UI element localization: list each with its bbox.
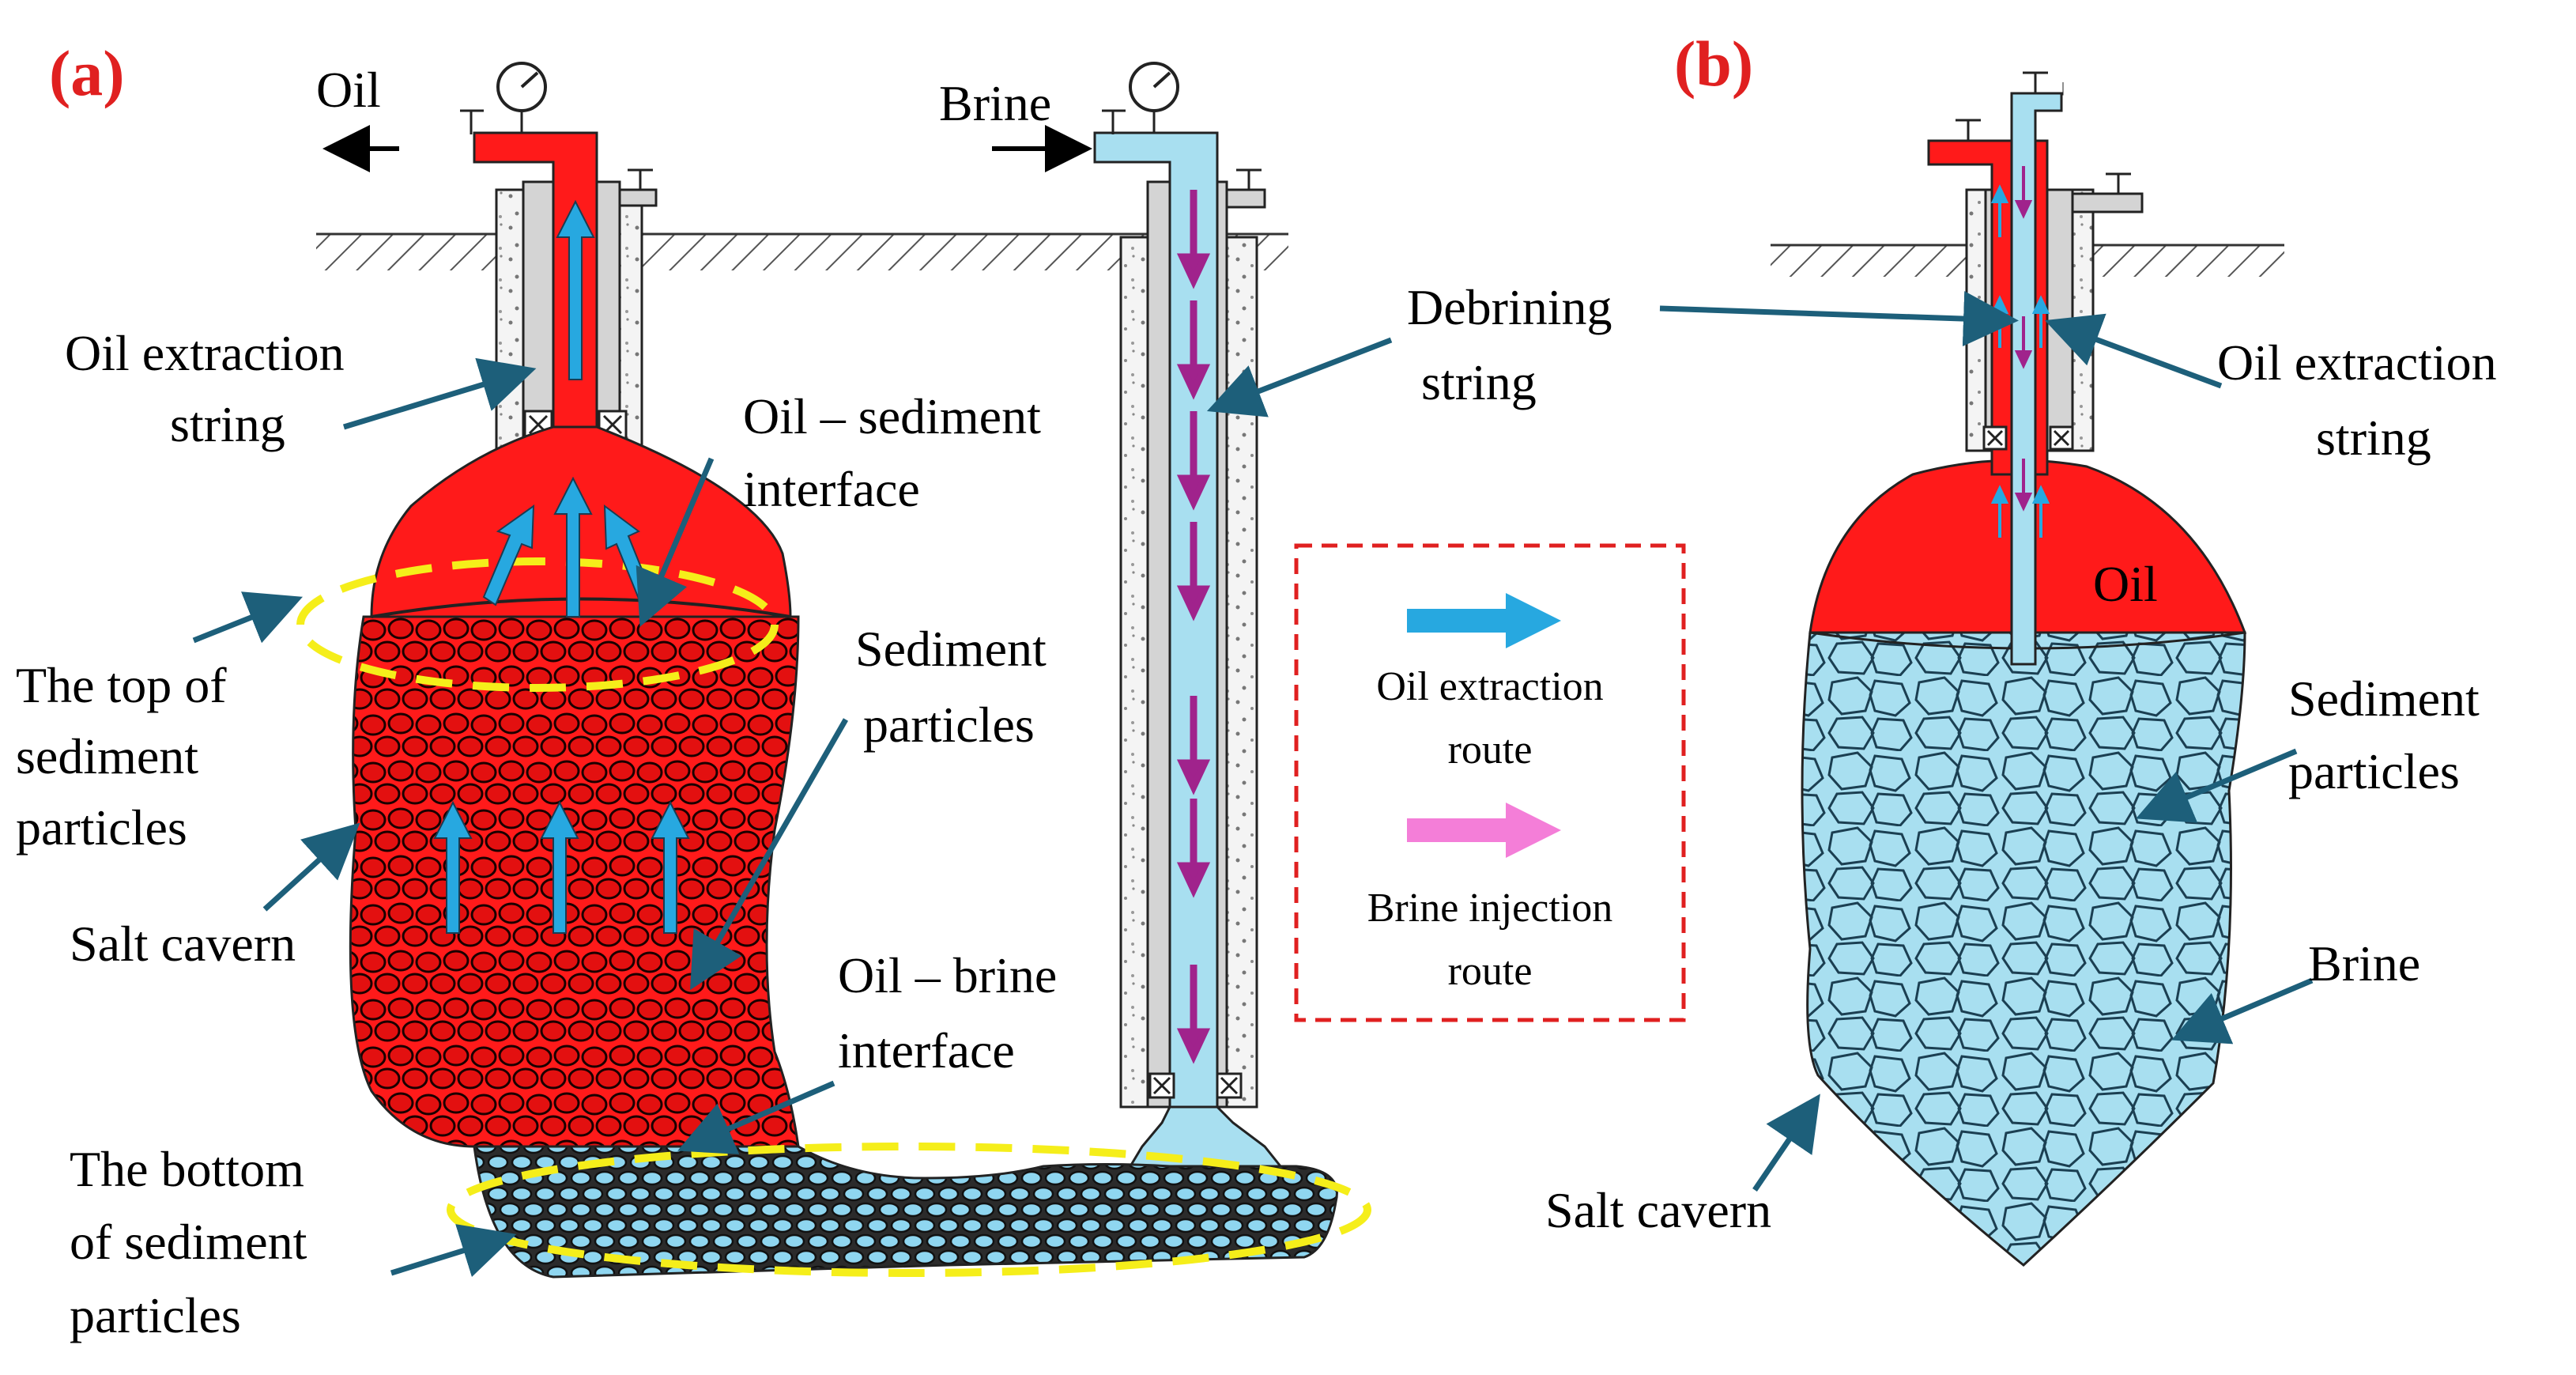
svg-text:string: string (1421, 354, 1537, 410)
label-salt-cavern-a: Salt cavern (70, 916, 296, 972)
legend-brine-route-line2: route (1448, 949, 1533, 994)
panel-a: (a) (16, 37, 1612, 1343)
salt-cavern-b (1801, 631, 2246, 1267)
label-sediment-particles-a: Sediment particles (855, 621, 1047, 753)
legend-oil-route-line1: Oil extraction (1376, 664, 1603, 709)
oil-flow-arrows (433, 199, 690, 934)
label-salt-cavern-b: Salt cavern (1545, 1182, 1771, 1238)
svg-text:Debrining: Debrining (1407, 279, 1612, 335)
oil-outlet-label: Oil (316, 62, 381, 118)
label-brine-b: Brine (2308, 935, 2420, 992)
svg-text:particles: particles (863, 697, 1035, 753)
label-oil-sediment-interface: Oil – sediment interface (743, 388, 1041, 517)
legend: Oil extraction route Brine injection rou… (1294, 543, 1686, 1022)
label-oil-extraction-string-a: Oil extraction string (65, 325, 345, 452)
label-oil-extraction-string-b: Oil extraction string (2217, 334, 2497, 466)
panel-a-tag: (a) (49, 37, 125, 109)
svg-text:Sediment: Sediment (2288, 671, 2480, 727)
label-sediment-particles-b: Sediment particles (2288, 671, 2480, 799)
svg-text:of sediment: of sediment (70, 1214, 307, 1270)
svg-text:sediment: sediment (16, 728, 198, 784)
brine-well (1093, 62, 1284, 1168)
svg-text:particles: particles (2288, 743, 2460, 799)
svg-text:interface: interface (838, 1022, 1015, 1078)
svg-text:particles: particles (16, 799, 187, 856)
label-top-of-sediment: The top of sediment particles (16, 657, 227, 856)
svg-text:The bottom: The bottom (70, 1141, 304, 1197)
panel-b: (b) (1545, 28, 2497, 1267)
label-bottom-of-sediment: The bottom of sediment particles (70, 1141, 307, 1343)
salt-cavern-a (296, 425, 1371, 1279)
svg-text:Oil extraction: Oil extraction (2217, 334, 2497, 391)
svg-text:particles: particles (70, 1287, 241, 1343)
svg-text:Salt cavern: Salt cavern (70, 916, 296, 972)
svg-text:Oil – brine: Oil – brine (838, 947, 1057, 1003)
bottom-sediment-highlight (447, 1143, 1371, 1277)
legend-brine-arrow-icon (1407, 803, 1561, 858)
svg-text:string: string (170, 396, 285, 452)
svg-text:Sediment: Sediment (855, 621, 1047, 677)
legend-oil-route-line2: route (1448, 727, 1533, 772)
leader-lines-b (1659, 291, 2314, 1192)
leader-lines-a (192, 337, 1393, 1278)
svg-text:Oil – sediment: Oil – sediment (743, 388, 1041, 444)
brine-flow-arrows (1176, 190, 1211, 1064)
label-oil-b: Oil (2093, 556, 2158, 612)
svg-text:string: string (2316, 410, 2431, 466)
svg-text:Oil extraction: Oil extraction (65, 325, 345, 381)
svg-text:The top of: The top of (16, 657, 227, 713)
label-oil-brine-interface: Oil – brine interface (838, 947, 1057, 1078)
panel-b-tag: (b) (1674, 28, 1753, 100)
svg-text:interface: interface (743, 461, 920, 517)
brine-inlet-label: Brine (939, 75, 1051, 131)
label-debrining-string: Debrining string (1407, 279, 1612, 410)
top-sediment-highlight (296, 557, 779, 692)
legend-brine-route-line1: Brine injection (1367, 886, 1612, 931)
legend-oil-arrow-icon (1407, 593, 1561, 648)
